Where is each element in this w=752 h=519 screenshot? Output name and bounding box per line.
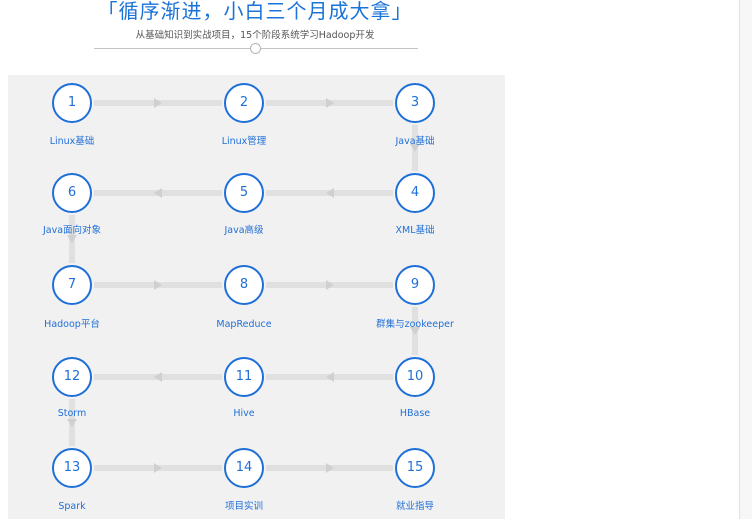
step-number-circle: 2 [224, 83, 264, 123]
step-number-circle: 4 [395, 173, 435, 213]
arrow-right-icon [154, 463, 162, 473]
step-number-circle: 13 [52, 448, 92, 488]
step-number-circle: 10 [395, 357, 435, 397]
step-number-circle: 7 [52, 265, 92, 305]
step-label: Linux管理 [221, 136, 267, 147]
step-label: 项目实训 [224, 501, 263, 512]
step-label: HBase [399, 408, 431, 419]
arrow-right-icon [325, 98, 334, 108]
arrow-down-icon [410, 144, 420, 152]
step-number-circle: 6 [52, 173, 92, 213]
step-label: XML基础 [395, 225, 435, 236]
step-label: Java基础 [395, 136, 435, 147]
step-number-circle: 15 [395, 448, 435, 488]
step-number-circle: 8 [224, 265, 264, 305]
arrow-right-icon [154, 98, 162, 108]
page-title: 「循序渐进，小白三个月成大拿」 [97, 0, 413, 23]
arrow-right-icon [325, 280, 334, 290]
arrow-left-icon [325, 372, 334, 382]
arrow-down-icon [410, 327, 420, 335]
step-label: Spark [58, 501, 86, 512]
step-number-circle: 9 [395, 265, 435, 305]
step-number-circle: 11 [224, 357, 264, 397]
arrow-left-icon [325, 188, 334, 198]
step-number-circle: 12 [52, 357, 92, 397]
right-scroll-strip [740, 0, 752, 519]
arrow-down-icon [67, 235, 77, 243]
arrow-left-icon [154, 372, 162, 382]
step-label: 群集与zookeeper [376, 319, 454, 330]
step-label: Java面向对象 [42, 225, 102, 236]
step-label: Java高级 [224, 225, 264, 236]
step-label: Linux基础 [49, 136, 95, 147]
right-divider [739, 0, 740, 519]
arrow-down-icon [67, 418, 77, 427]
step-label: Hadoop平台 [44, 319, 100, 330]
step-label: Storm [57, 408, 87, 419]
step-number-circle: 1 [52, 83, 92, 123]
step-number-circle: 5 [224, 173, 264, 213]
arrow-left-icon [154, 188, 162, 198]
page-subtitle: 从基础知识到实战项目，15个阶段系统学习Hadoop开发 [135, 30, 375, 41]
step-label: 就业指导 [395, 501, 434, 512]
step-label: MapReduce [216, 319, 272, 330]
step-number-circle: 14 [224, 448, 264, 488]
step-number-circle: 3 [395, 83, 435, 123]
step-label: Hive [233, 408, 255, 419]
arrow-right-icon [325, 463, 334, 473]
arrow-right-icon [154, 280, 162, 290]
divider-circle-icon [250, 43, 261, 54]
